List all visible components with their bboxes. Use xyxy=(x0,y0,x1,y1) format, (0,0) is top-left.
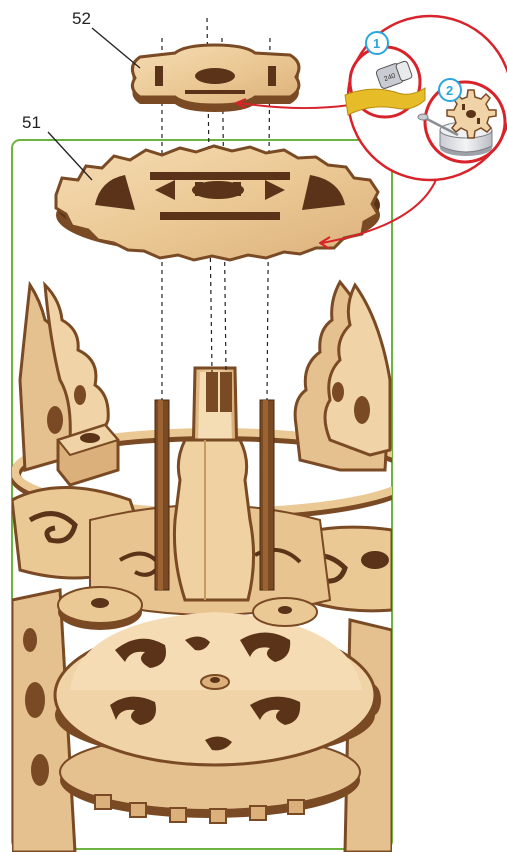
center-hole-52 xyxy=(195,68,235,84)
peg-2 xyxy=(206,372,218,412)
leader-52 xyxy=(92,28,140,68)
step-2-number: 2 xyxy=(446,83,453,98)
part-label-51: 51 xyxy=(22,113,41,132)
small-right-gear xyxy=(253,598,317,626)
step-1-number: 1 xyxy=(373,36,380,51)
main-disc xyxy=(55,612,375,765)
part-52-plate xyxy=(132,45,298,112)
peg-3 xyxy=(220,372,232,412)
part-51-gear-plate xyxy=(56,146,380,260)
base-mechanism xyxy=(12,282,415,852)
finishing-callout: 240 1 2 xyxy=(345,16,507,180)
right-flame-tower xyxy=(295,282,390,470)
part-label-52: 52 xyxy=(72,9,91,28)
small-left-gear xyxy=(58,587,142,630)
